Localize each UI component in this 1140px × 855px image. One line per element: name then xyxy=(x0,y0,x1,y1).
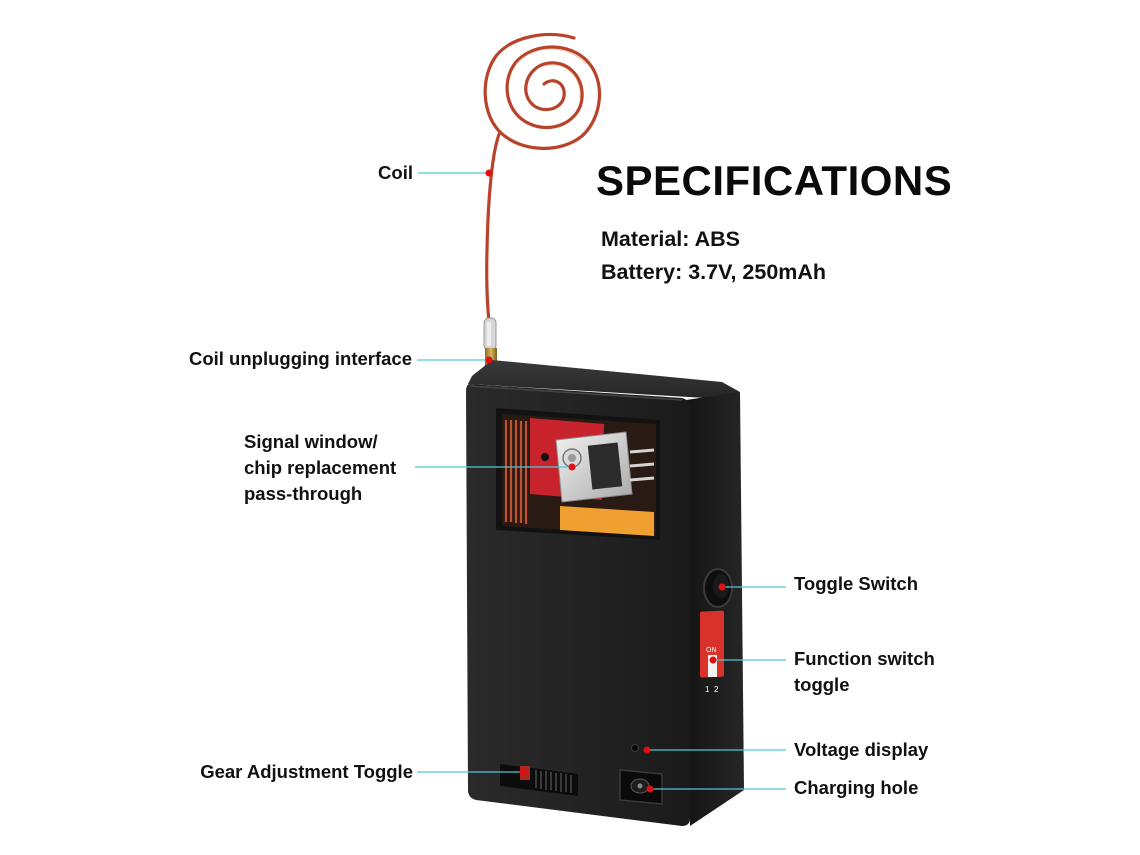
device-top-face xyxy=(468,360,740,400)
callout-signal-window-line-2: chip replacement xyxy=(244,457,397,478)
leader-lines xyxy=(415,172,786,790)
dip-pos1-label: 1 xyxy=(705,685,710,694)
dip-on-label: ON xyxy=(706,647,717,654)
marker-gear-toggle xyxy=(519,768,527,776)
battery-tape xyxy=(560,506,654,536)
callout-coil-unplugging-interface: Coil unplugging interface xyxy=(188,348,412,369)
callout-charging-hole: Charging hole xyxy=(794,777,919,798)
spec-battery: Battery: 3.7V, 250mAh xyxy=(601,260,827,284)
copper-coil xyxy=(483,32,602,332)
voltage-display-indicator xyxy=(631,744,639,752)
marker-coil xyxy=(485,169,493,177)
dip-pos2-label: 2 xyxy=(714,685,719,694)
callout-signal-window: Signal window/ chip replacement pass-thr… xyxy=(244,429,396,507)
marker-toggle-switch xyxy=(718,583,726,591)
marker-charging-hole xyxy=(646,785,654,793)
callout-toggle-switch: Toggle Switch xyxy=(794,573,919,594)
marker-dots xyxy=(485,169,726,793)
marker-signal-window xyxy=(568,463,576,471)
callout-function-switch: Function switch toggle xyxy=(794,646,935,698)
coil-spiral xyxy=(483,32,602,150)
spec-material: Material: ABS xyxy=(601,227,740,251)
coil-lead-wire xyxy=(485,130,502,332)
dip-function-switch: ON 1 2 xyxy=(700,610,724,694)
device-side-face xyxy=(686,392,744,826)
marker-voltage-display xyxy=(643,746,651,754)
signal-window xyxy=(496,408,660,540)
callout-signal-window-line-1: Signal window/ xyxy=(244,431,378,452)
marker-function-switch xyxy=(709,656,717,664)
callout-function-switch-line-2: toggle xyxy=(794,674,850,695)
toggle-switch-button xyxy=(703,568,733,608)
callout-coil: Coil xyxy=(378,162,413,183)
specifications-title: SPECIFICATIONS xyxy=(596,157,953,204)
marker-coil-interface xyxy=(485,356,493,364)
callout-signal-window-line-3: pass-through xyxy=(244,483,363,504)
callout-voltage-display: Voltage display xyxy=(794,739,929,760)
charging-port xyxy=(619,769,663,805)
callout-gear-adjustment-toggle: Gear Adjustment Toggle xyxy=(200,761,413,782)
callout-function-switch-line-1: Function switch xyxy=(794,648,935,669)
